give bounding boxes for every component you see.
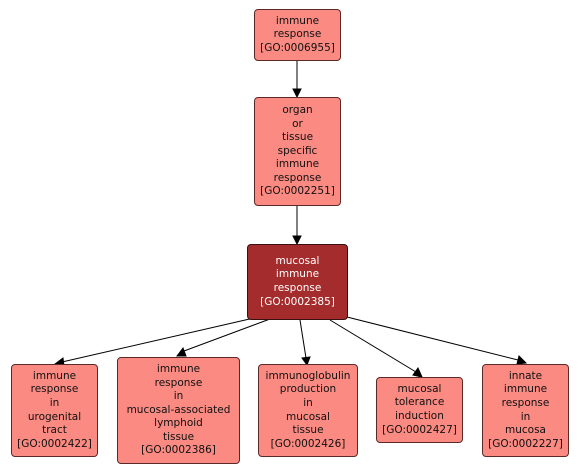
node-label-line: specific bbox=[277, 144, 318, 157]
node-label-line: mucosal-associated bbox=[126, 403, 231, 416]
node-label-line: mucosal bbox=[275, 254, 320, 267]
node-label-line: immune bbox=[156, 362, 201, 375]
edge-organ-specific-to-mucosal bbox=[292, 206, 302, 246]
node-label-line: [GO:0002386] bbox=[141, 444, 216, 457]
node-label-line: tissue bbox=[281, 131, 314, 144]
edge-immune-response-to-organ-specific bbox=[292, 60, 302, 99]
node-label-line: tissue bbox=[162, 430, 195, 443]
node-label-line: [GO:0002427] bbox=[382, 423, 457, 436]
node-label-line: tolerance bbox=[394, 396, 445, 409]
node-label-line: immune bbox=[275, 158, 320, 171]
node-label-line: mucosal bbox=[286, 410, 330, 423]
node-label-line: response bbox=[154, 376, 203, 389]
node-label-line: mucosal bbox=[397, 382, 442, 395]
edge-mucosal-to-malt bbox=[176, 318, 271, 357]
node-label-line: [GO:0002251] bbox=[260, 185, 335, 198]
node-label-line: response bbox=[501, 396, 550, 409]
node-label-line: or bbox=[292, 117, 303, 130]
node-label-line: in bbox=[173, 390, 184, 403]
node-label-line: induction bbox=[395, 410, 444, 422]
node-label-line: in bbox=[520, 410, 531, 423]
node-label-line: response bbox=[273, 28, 322, 41]
node-label-line: tract bbox=[42, 424, 67, 437]
node-label-line: organ bbox=[282, 103, 313, 116]
node-label-line: urogenital bbox=[27, 410, 82, 423]
edge-mucosal-to-innate bbox=[346, 316, 528, 365]
node-label-line: innate bbox=[508, 369, 543, 382]
node-label-line: immune bbox=[32, 369, 77, 382]
node-label-line: lymphoid bbox=[154, 417, 203, 430]
node-label-line: mucosa bbox=[505, 424, 546, 437]
node-label-line: immunoglobulin bbox=[265, 369, 351, 382]
node-label-line: production bbox=[279, 383, 337, 396]
node-label-line: immune bbox=[275, 268, 320, 281]
node-label-line: [GO:0002422] bbox=[17, 437, 92, 450]
node-label-line: [GO:0006955] bbox=[260, 41, 335, 54]
node-label-line: [GO:0002426] bbox=[270, 437, 346, 450]
node-label-line: response bbox=[273, 171, 322, 184]
node-label-line: response bbox=[30, 383, 79, 396]
node-label-line: tissue bbox=[292, 424, 324, 437]
node-label-line: response bbox=[273, 282, 322, 294]
edge-mucosal-to-tolerance bbox=[329, 319, 423, 378]
node-label-line: [GO:0002385] bbox=[260, 295, 335, 308]
node-label-line: in bbox=[49, 396, 60, 409]
node-label-line: immune bbox=[503, 383, 548, 396]
node-label-line: [GO:0002227] bbox=[488, 437, 563, 450]
node-label-line: in bbox=[303, 396, 313, 409]
node-label-line: immune bbox=[275, 14, 320, 27]
edge-mucosal-to-immunoglobulin bbox=[299, 319, 311, 367]
